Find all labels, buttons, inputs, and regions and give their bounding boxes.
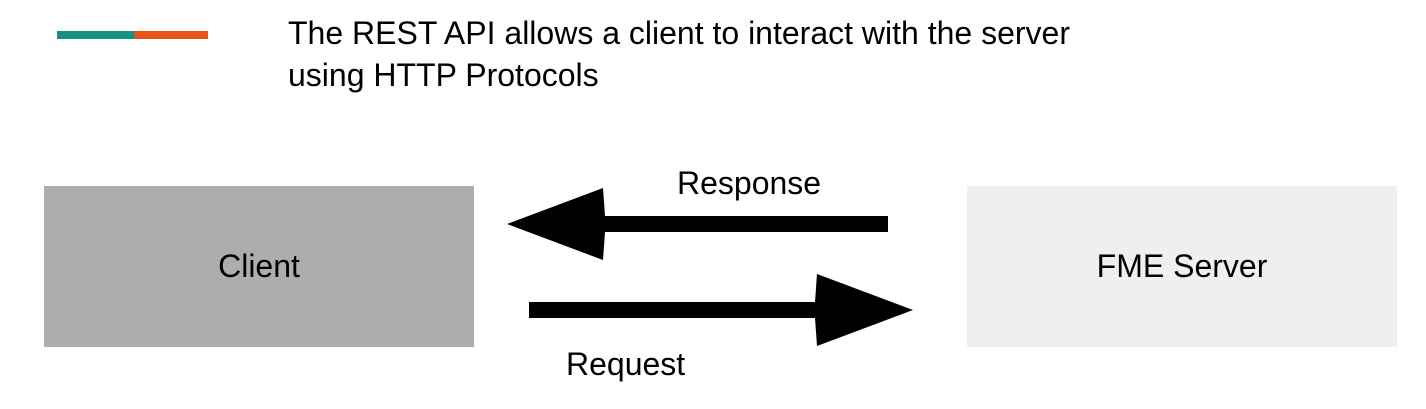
accent-bar-orange (134, 31, 208, 39)
title-line-2: using HTTP Protocols (288, 57, 599, 93)
request-label: Request (566, 346, 686, 382)
request-arrow (529, 274, 913, 346)
accent-bar-teal (57, 31, 134, 39)
title-line-1: The REST API allows a client to interact… (288, 15, 1070, 51)
response-arrow (507, 188, 888, 260)
server-label: FME Server (1096, 248, 1268, 284)
client-box: Client (44, 186, 474, 347)
accent-bar (57, 31, 208, 39)
client-label: Client (218, 248, 300, 284)
response-label: Response (677, 165, 822, 201)
page-title: The REST API allows a client to interact… (288, 12, 1288, 96)
server-box: FME Server (967, 186, 1397, 347)
